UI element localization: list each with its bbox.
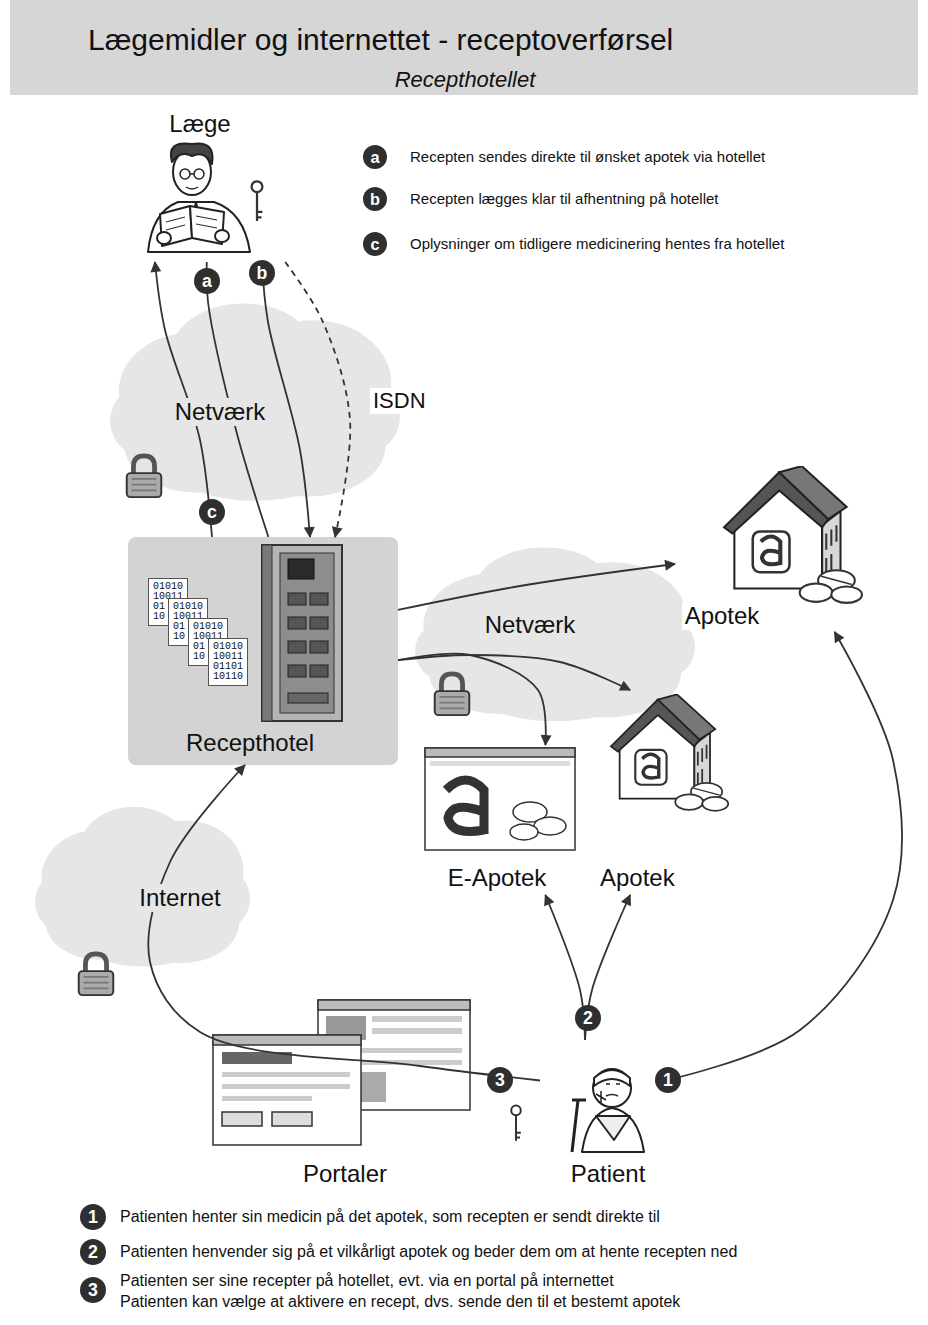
node-label: Patient — [568, 1160, 649, 1188]
cloud-puff — [80, 807, 187, 889]
cloud-puff — [174, 434, 336, 501]
node-label: Apotek — [682, 602, 763, 630]
legend-key: 2 — [80, 1239, 106, 1265]
callout-number: 2 — [575, 1005, 601, 1031]
connector — [148, 765, 540, 1081]
connector — [398, 655, 630, 690]
node-label: Netværk — [172, 398, 269, 426]
subtitle: Recepthotellet — [395, 67, 536, 93]
cloud-puff — [477, 662, 634, 721]
callout-number: b — [249, 260, 275, 286]
connector — [285, 262, 350, 537]
legend-text: Patienten henter sin medicin på det apot… — [120, 1207, 660, 1226]
cloud-puff — [35, 871, 95, 932]
legend-text: Recepten lægges klar til afhentning på h… — [410, 190, 719, 208]
patient-figure — [572, 1069, 644, 1152]
pharmacy-icons — [611, 466, 862, 811]
legend-text: Patienten henvender sig på et vilkårligt… — [120, 1242, 737, 1261]
legend-text: Recepten sendes direkte til ønsket apote… — [410, 148, 765, 166]
legend-text: Patienten ser sine recepter på hotellet,… — [120, 1271, 614, 1290]
legend-key: c — [363, 232, 387, 256]
connector — [262, 262, 310, 537]
connector — [665, 632, 902, 1081]
title-band — [10, 0, 918, 95]
title: Lægemidler og internettet - receptoverfø… — [88, 22, 673, 58]
callout-number: c — [199, 499, 225, 525]
legend-key: b — [363, 187, 387, 211]
legend-key: 3 — [80, 1277, 106, 1303]
callout-number: 3 — [487, 1067, 513, 1093]
doctor-figure — [148, 143, 250, 252]
legend-text: Patienten kan vælge at aktivere en recep… — [120, 1292, 680, 1311]
edge-label: ISDN — [370, 388, 429, 414]
cloud-puff — [82, 912, 202, 966]
connector — [398, 564, 675, 610]
connector — [398, 654, 546, 745]
connector — [207, 262, 269, 537]
doctor-node: Læge — [130, 108, 290, 262]
node-label: Portaler — [300, 1160, 390, 1188]
key-icons — [252, 181, 521, 1140]
callout-number: a — [194, 268, 220, 294]
node-label: Apotek — [597, 864, 678, 892]
legend-text: Oplysninger om tidligere medicinering he… — [410, 235, 784, 253]
node-label: Netværk — [482, 611, 579, 639]
prescription-server-box: Recepthotel — [128, 537, 398, 765]
data-record: 01010 10011 01101 10110 — [208, 638, 248, 686]
legend-key: a — [363, 145, 387, 169]
connector — [155, 262, 212, 537]
cloud-puff — [171, 303, 316, 404]
lock-icons — [79, 456, 470, 995]
node-label: E-Apotek — [445, 864, 550, 892]
internet-cloud: Internet — [35, 800, 250, 970]
callout-number: 1 — [655, 1067, 681, 1093]
portal-node: Portaler — [210, 995, 475, 1190]
node-label: Internet — [136, 884, 223, 912]
e-pharmacy-window — [425, 748, 575, 850]
node-label: Læge — [166, 110, 233, 138]
portal-screens — [213, 1000, 470, 1145]
node-label: Recepthotel — [183, 729, 317, 757]
legend-key: 1 — [80, 1204, 106, 1230]
patient-node: Patient — [540, 1040, 665, 1190]
